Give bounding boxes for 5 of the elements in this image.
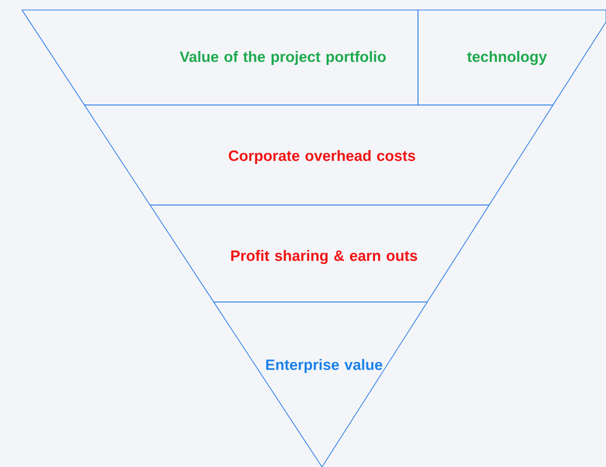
funnel-band: Corporate overhead costs [84, 104, 554, 206]
funnel-band: Value of the project portfolio [22, 10, 418, 106]
funnel-band: Profit sharing & earn outs [150, 204, 490, 302]
funnel-band: technology [418, 10, 606, 106]
funnel-band: Enterprise value [213, 302, 428, 467]
